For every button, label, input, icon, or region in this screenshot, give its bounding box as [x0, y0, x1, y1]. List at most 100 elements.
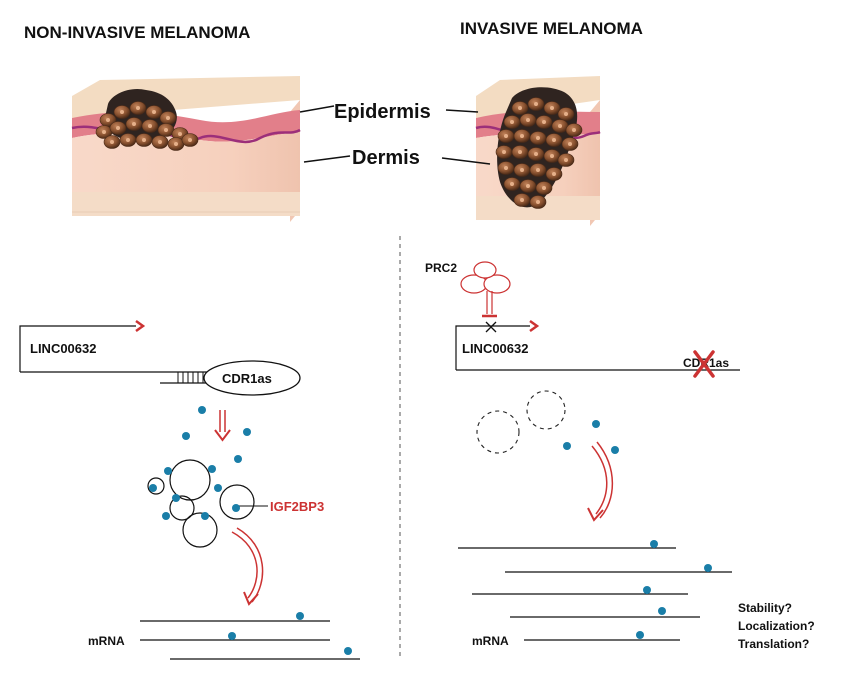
tumor-cell-nucleus [564, 112, 568, 116]
tumor-cell-nucleus [166, 116, 170, 120]
tumor-cell-nucleus [542, 186, 546, 190]
tumor-cell-nucleus [102, 130, 106, 134]
tumor-cell-nucleus [550, 106, 554, 110]
gene-label-right: LINC00632 [462, 341, 528, 356]
prc2-label: PRC2 [425, 261, 457, 275]
title-invasive: INVASIVE MELANOMA [460, 19, 643, 38]
protein-dot [636, 631, 644, 639]
tumor-cell-nucleus [564, 158, 568, 162]
proteins-right [563, 420, 712, 639]
tss-arrow-left-icon [135, 319, 146, 333]
epidermis-pointer-right [445, 109, 479, 113]
protein-dot [643, 586, 651, 594]
tumor-cell-nucleus [552, 138, 556, 142]
circrna-label-left: CDR1as [222, 371, 272, 386]
tumor-cell-nucleus [152, 110, 156, 114]
tumor-cell-nucleus [502, 150, 506, 154]
tumor-cell-nucleus [520, 134, 524, 138]
dermis-pointer-right [441, 157, 491, 165]
curved-arrow-right-icon [587, 507, 604, 522]
epidermis-pointer-left [299, 105, 335, 113]
dermis-pointer-left [303, 155, 351, 163]
tumor-cell-nucleus [106, 118, 110, 122]
absent-circrna-2 [526, 390, 566, 430]
tumor-cell-nucleus [174, 142, 178, 146]
tumor-cell-nucleus [142, 138, 146, 142]
tumor-cell-nucleus [518, 150, 522, 154]
tumor-cell-nucleus [126, 138, 130, 142]
left-mechanism: LINC00632 CDR1as IGF2BP3 [19, 319, 360, 660]
protein-dot [164, 467, 172, 475]
question-translation: Translation? [738, 637, 809, 651]
protein-dot [198, 406, 206, 414]
tumor-cell-nucleus [158, 140, 162, 144]
circrna-ellipse-left [203, 360, 301, 396]
igf2bp3-label: IGF2BP3 [270, 499, 324, 514]
right-mechanism: PRC2 LINC00632 CDR1as mRNA Stability? Lo… [425, 261, 815, 651]
tumor-cell-nucleus [550, 154, 554, 158]
protein-dot [296, 612, 304, 620]
proteins-left [149, 406, 352, 655]
curved-arrow-left-icon [243, 591, 259, 606]
down-arrow-icon [214, 429, 231, 442]
tumor-cell-nucleus [536, 200, 540, 204]
protein-dot [232, 504, 240, 512]
protein-dot [201, 512, 209, 520]
gene-line-left [19, 325, 136, 372]
protein-dot [592, 420, 600, 428]
question-localization: Localization? [738, 619, 815, 633]
tumor-cell-nucleus [536, 136, 540, 140]
protein-dot [650, 540, 658, 548]
protein-dot [563, 442, 571, 450]
deleted-cross-icon [693, 350, 715, 378]
mrna-label-left: mRNA [88, 634, 125, 648]
tss-arrow-right-icon [529, 319, 540, 333]
protein-dot [704, 564, 712, 572]
protein-dot [234, 455, 242, 463]
tumor-cell-nucleus [504, 166, 508, 170]
tumor-cell-nucleus [136, 106, 140, 110]
protein-dot [208, 465, 216, 473]
absent-circrna-1 [476, 410, 520, 454]
tumor-cell-nucleus [188, 138, 192, 142]
tumor-cell-nucleus [526, 184, 530, 188]
tumor-cell-nucleus [504, 134, 508, 138]
tumor-cell-nucleus [534, 152, 538, 156]
tumor-cells-left [95, 101, 199, 151]
protein-dot [182, 432, 190, 440]
tumor-cell-nucleus [164, 128, 168, 132]
tumor-cell-nucleus [178, 132, 182, 136]
tumor-cells-right [495, 97, 583, 209]
protein-dot [172, 494, 180, 502]
tumor-cell-nucleus [542, 120, 546, 124]
protein-dot [611, 446, 619, 454]
tumor-cell-nucleus [132, 122, 136, 126]
tumor-cell-nucleus [510, 182, 514, 186]
protein-dot [149, 484, 157, 492]
tumor-cell-nucleus [572, 128, 576, 132]
protein-dot [243, 428, 251, 436]
gene-line-right [455, 325, 530, 370]
tumor-cell-nucleus [520, 168, 524, 172]
protein-dot [658, 607, 666, 615]
tumor-cell-nucleus [116, 126, 120, 130]
tumor-cell-nucleus [534, 102, 538, 106]
question-stability: Stability? [738, 601, 792, 615]
block-mark-icon [485, 321, 497, 333]
title-non-invasive: NON-INVASIVE MELANOMA [24, 23, 250, 42]
tumor-cell-nucleus [148, 124, 152, 128]
tumor-cell-nucleus [536, 168, 540, 172]
tumor-cell-nucleus [120, 110, 124, 114]
tumor-cell-nucleus [552, 172, 556, 176]
tumor-cell-nucleus [510, 120, 514, 124]
tumor-cell-nucleus [520, 198, 524, 202]
protein-dot [162, 512, 170, 520]
label-epidermis: Epidermis [334, 101, 431, 123]
tumor-cell-nucleus [526, 118, 530, 122]
protein-dot [344, 647, 352, 655]
gene-label-left: LINC00632 [30, 341, 96, 356]
tumor-cell-nucleus [568, 142, 572, 146]
mrna-label-right: mRNA [472, 634, 509, 648]
